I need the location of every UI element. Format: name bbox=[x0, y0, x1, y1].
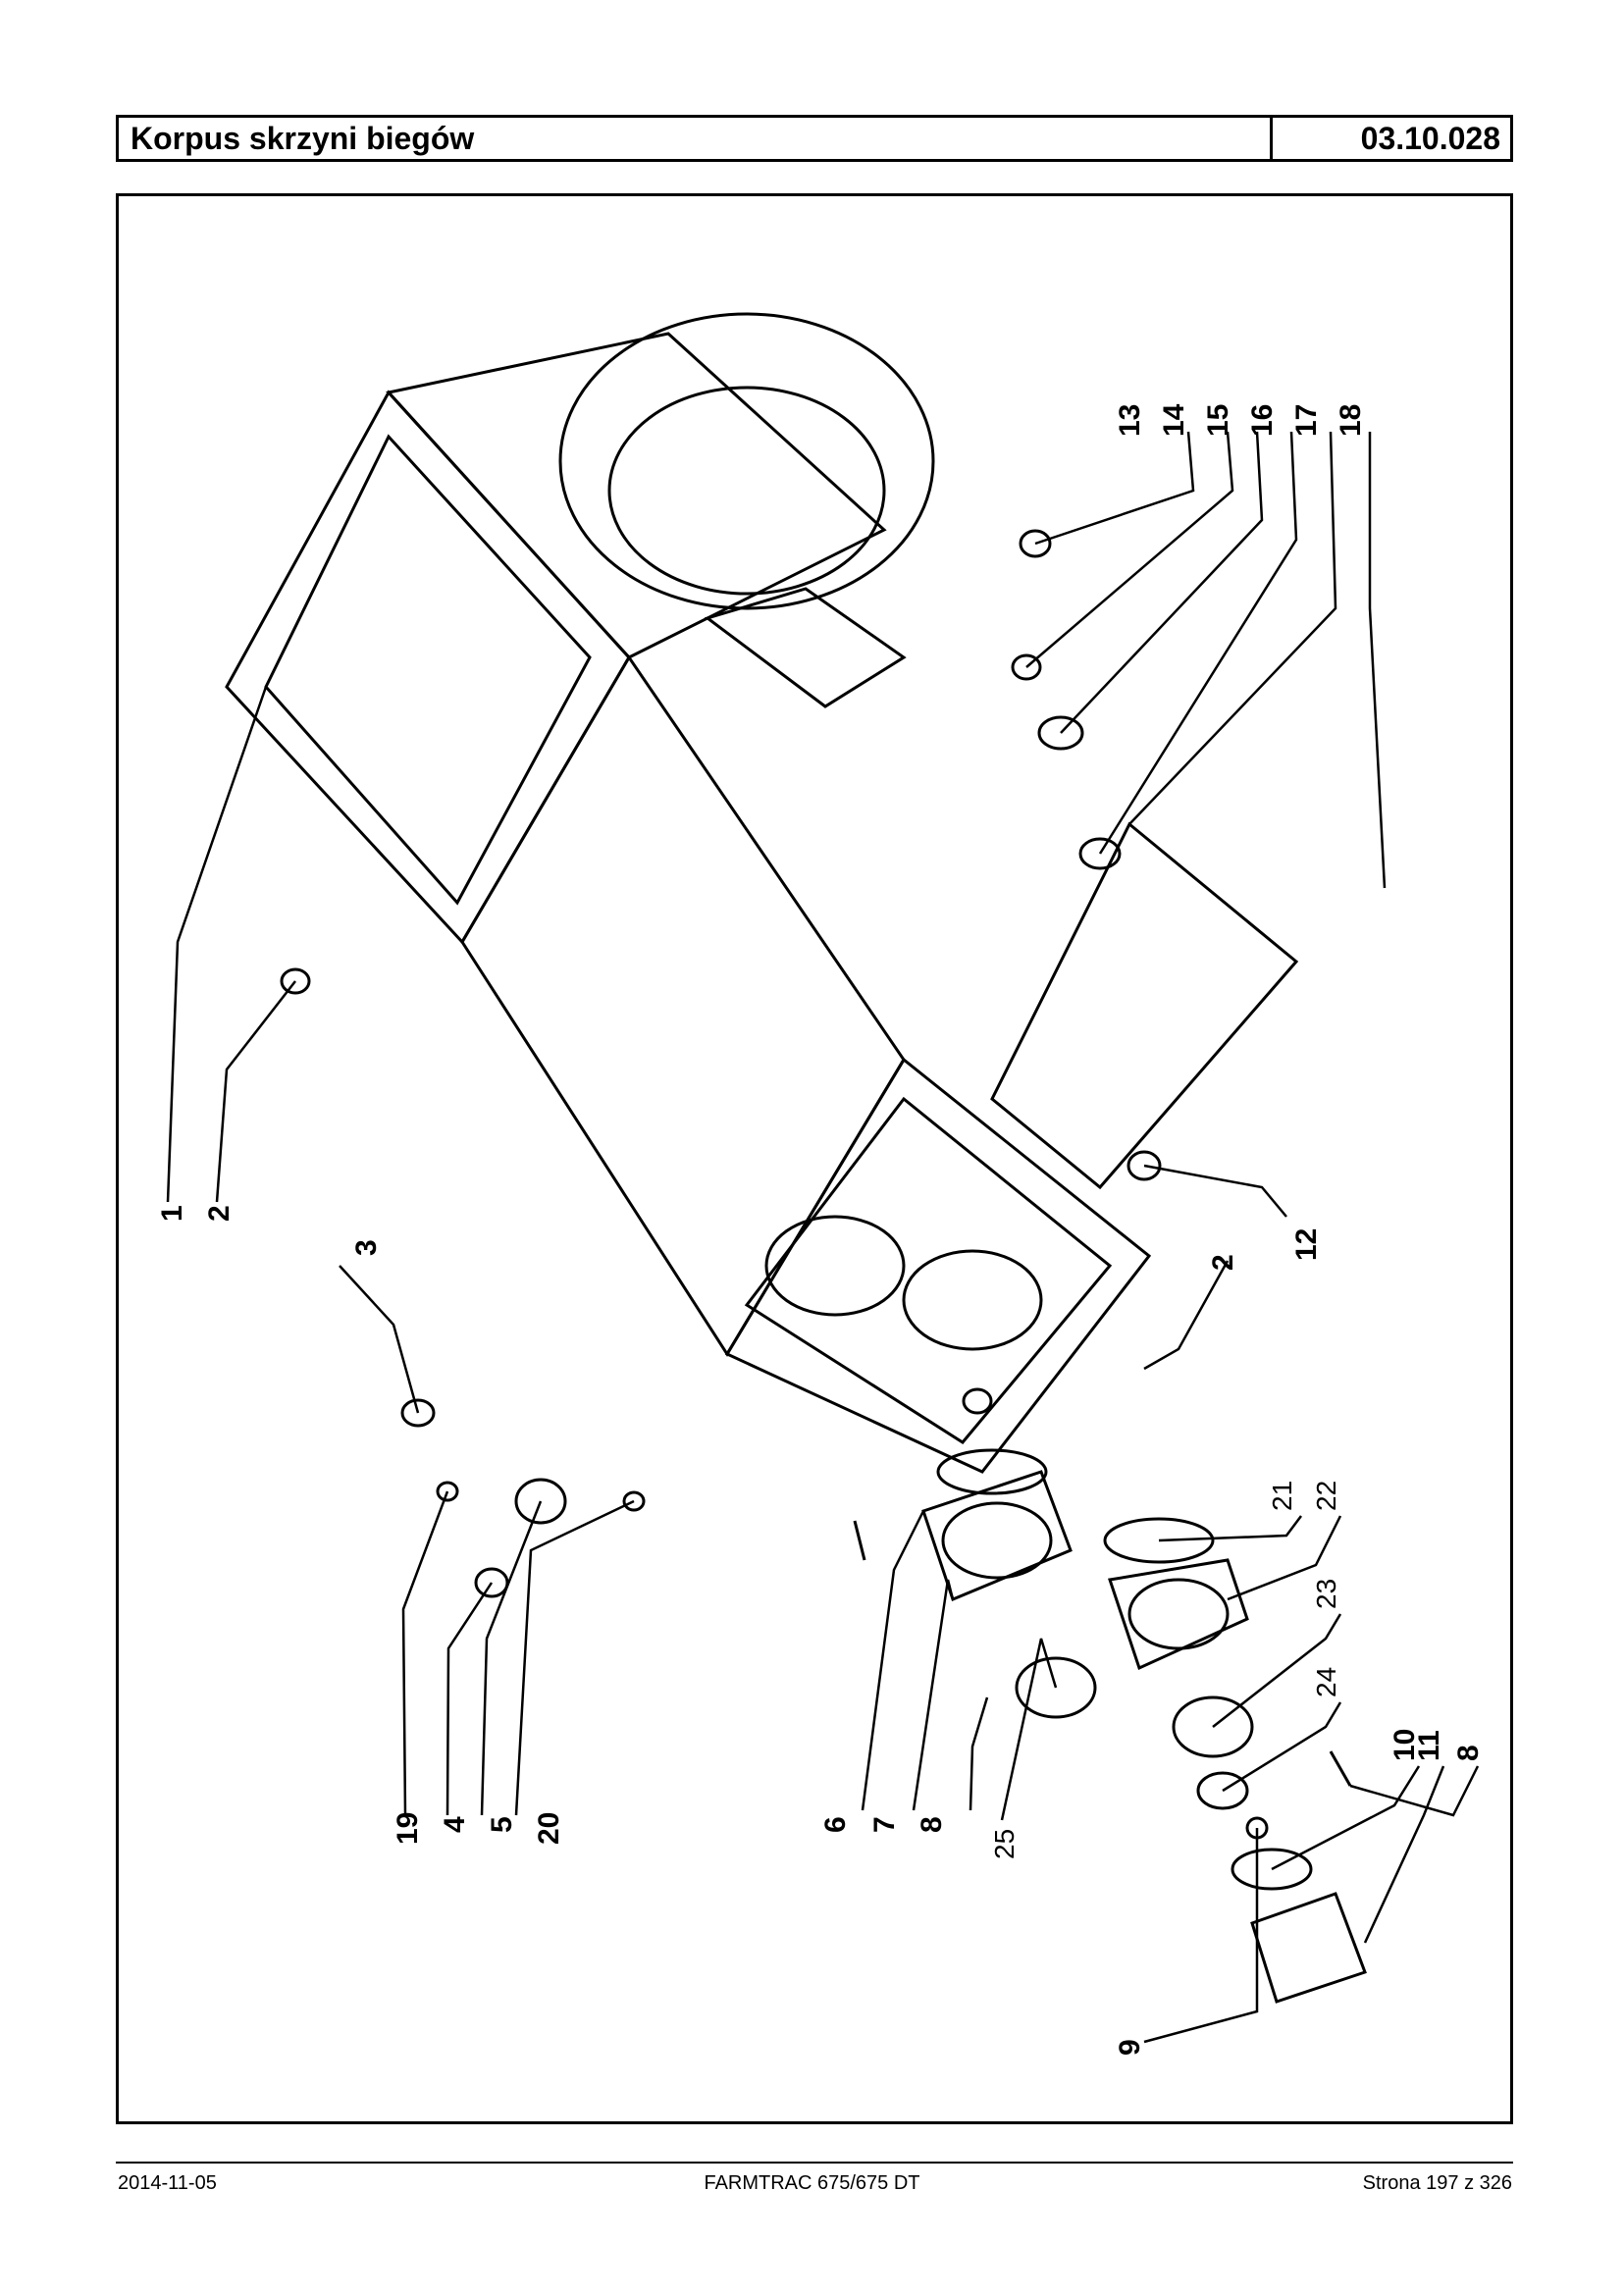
housing-drawing bbox=[225, 312, 1367, 2004]
part-label: 3 bbox=[350, 1239, 383, 1256]
footer-model: FARMTRAC 675/675 DT bbox=[704, 2172, 920, 2194]
part-label: 25 bbox=[989, 1829, 1020, 1859]
part-label: 21 bbox=[1267, 1481, 1297, 1511]
part-labels: 1 2 3 2 19 4 5 20 6 7 8 25 9 13 14 15 16… bbox=[156, 403, 1485, 2056]
part-label: 17 bbox=[1290, 404, 1323, 437]
part-label: 6 bbox=[819, 1816, 852, 1833]
part-label: 16 bbox=[1246, 404, 1279, 437]
diagram-frame: 1 2 3 2 19 4 5 20 6 7 8 25 9 13 14 15 16… bbox=[116, 193, 1513, 2124]
part-label: 1 bbox=[156, 1205, 188, 1222]
part-label: 13 bbox=[1114, 404, 1146, 437]
part-label: 9 bbox=[1114, 2039, 1146, 2056]
footer-divider bbox=[116, 2162, 1513, 2164]
part-label: 4 bbox=[439, 1816, 471, 1833]
part-label: 11 bbox=[1413, 1730, 1445, 1761]
part-label: 24 bbox=[1311, 1667, 1341, 1697]
part-label: 10 bbox=[1388, 1729, 1421, 1761]
footer-date: 2014-11-05 bbox=[118, 2172, 217, 2194]
part-label: 20 bbox=[533, 1812, 565, 1845]
part-label: 14 bbox=[1158, 403, 1190, 437]
part-label: 12 bbox=[1290, 1228, 1323, 1261]
part-label: 2 bbox=[1207, 1254, 1239, 1271]
part-label: 18 bbox=[1335, 404, 1367, 437]
page-header: Korpus skrzyni biegów 03.10.028 bbox=[116, 115, 1513, 162]
part-label: 2 bbox=[203, 1205, 236, 1222]
page-title: Korpus skrzyni biegów bbox=[119, 118, 1273, 159]
part-label: 8 bbox=[916, 1816, 948, 1833]
part-label: 15 bbox=[1202, 404, 1234, 437]
exploded-parts-diagram: 1 2 3 2 19 4 5 20 6 7 8 25 9 13 14 15 16… bbox=[156, 312, 1485, 2056]
footer-page-number: Strona 197 z 326 bbox=[1362, 2172, 1512, 2194]
part-label: 8 bbox=[1452, 1745, 1485, 1761]
section-code: 03.10.028 bbox=[1360, 121, 1500, 156]
part-label: 23 bbox=[1311, 1579, 1341, 1609]
part-label: 19 bbox=[392, 1812, 424, 1845]
part-label: 7 bbox=[868, 1816, 901, 1833]
part-label: 5 bbox=[486, 1816, 518, 1833]
part-label: 22 bbox=[1311, 1481, 1341, 1511]
leader-lines bbox=[166, 431, 1480, 2044]
